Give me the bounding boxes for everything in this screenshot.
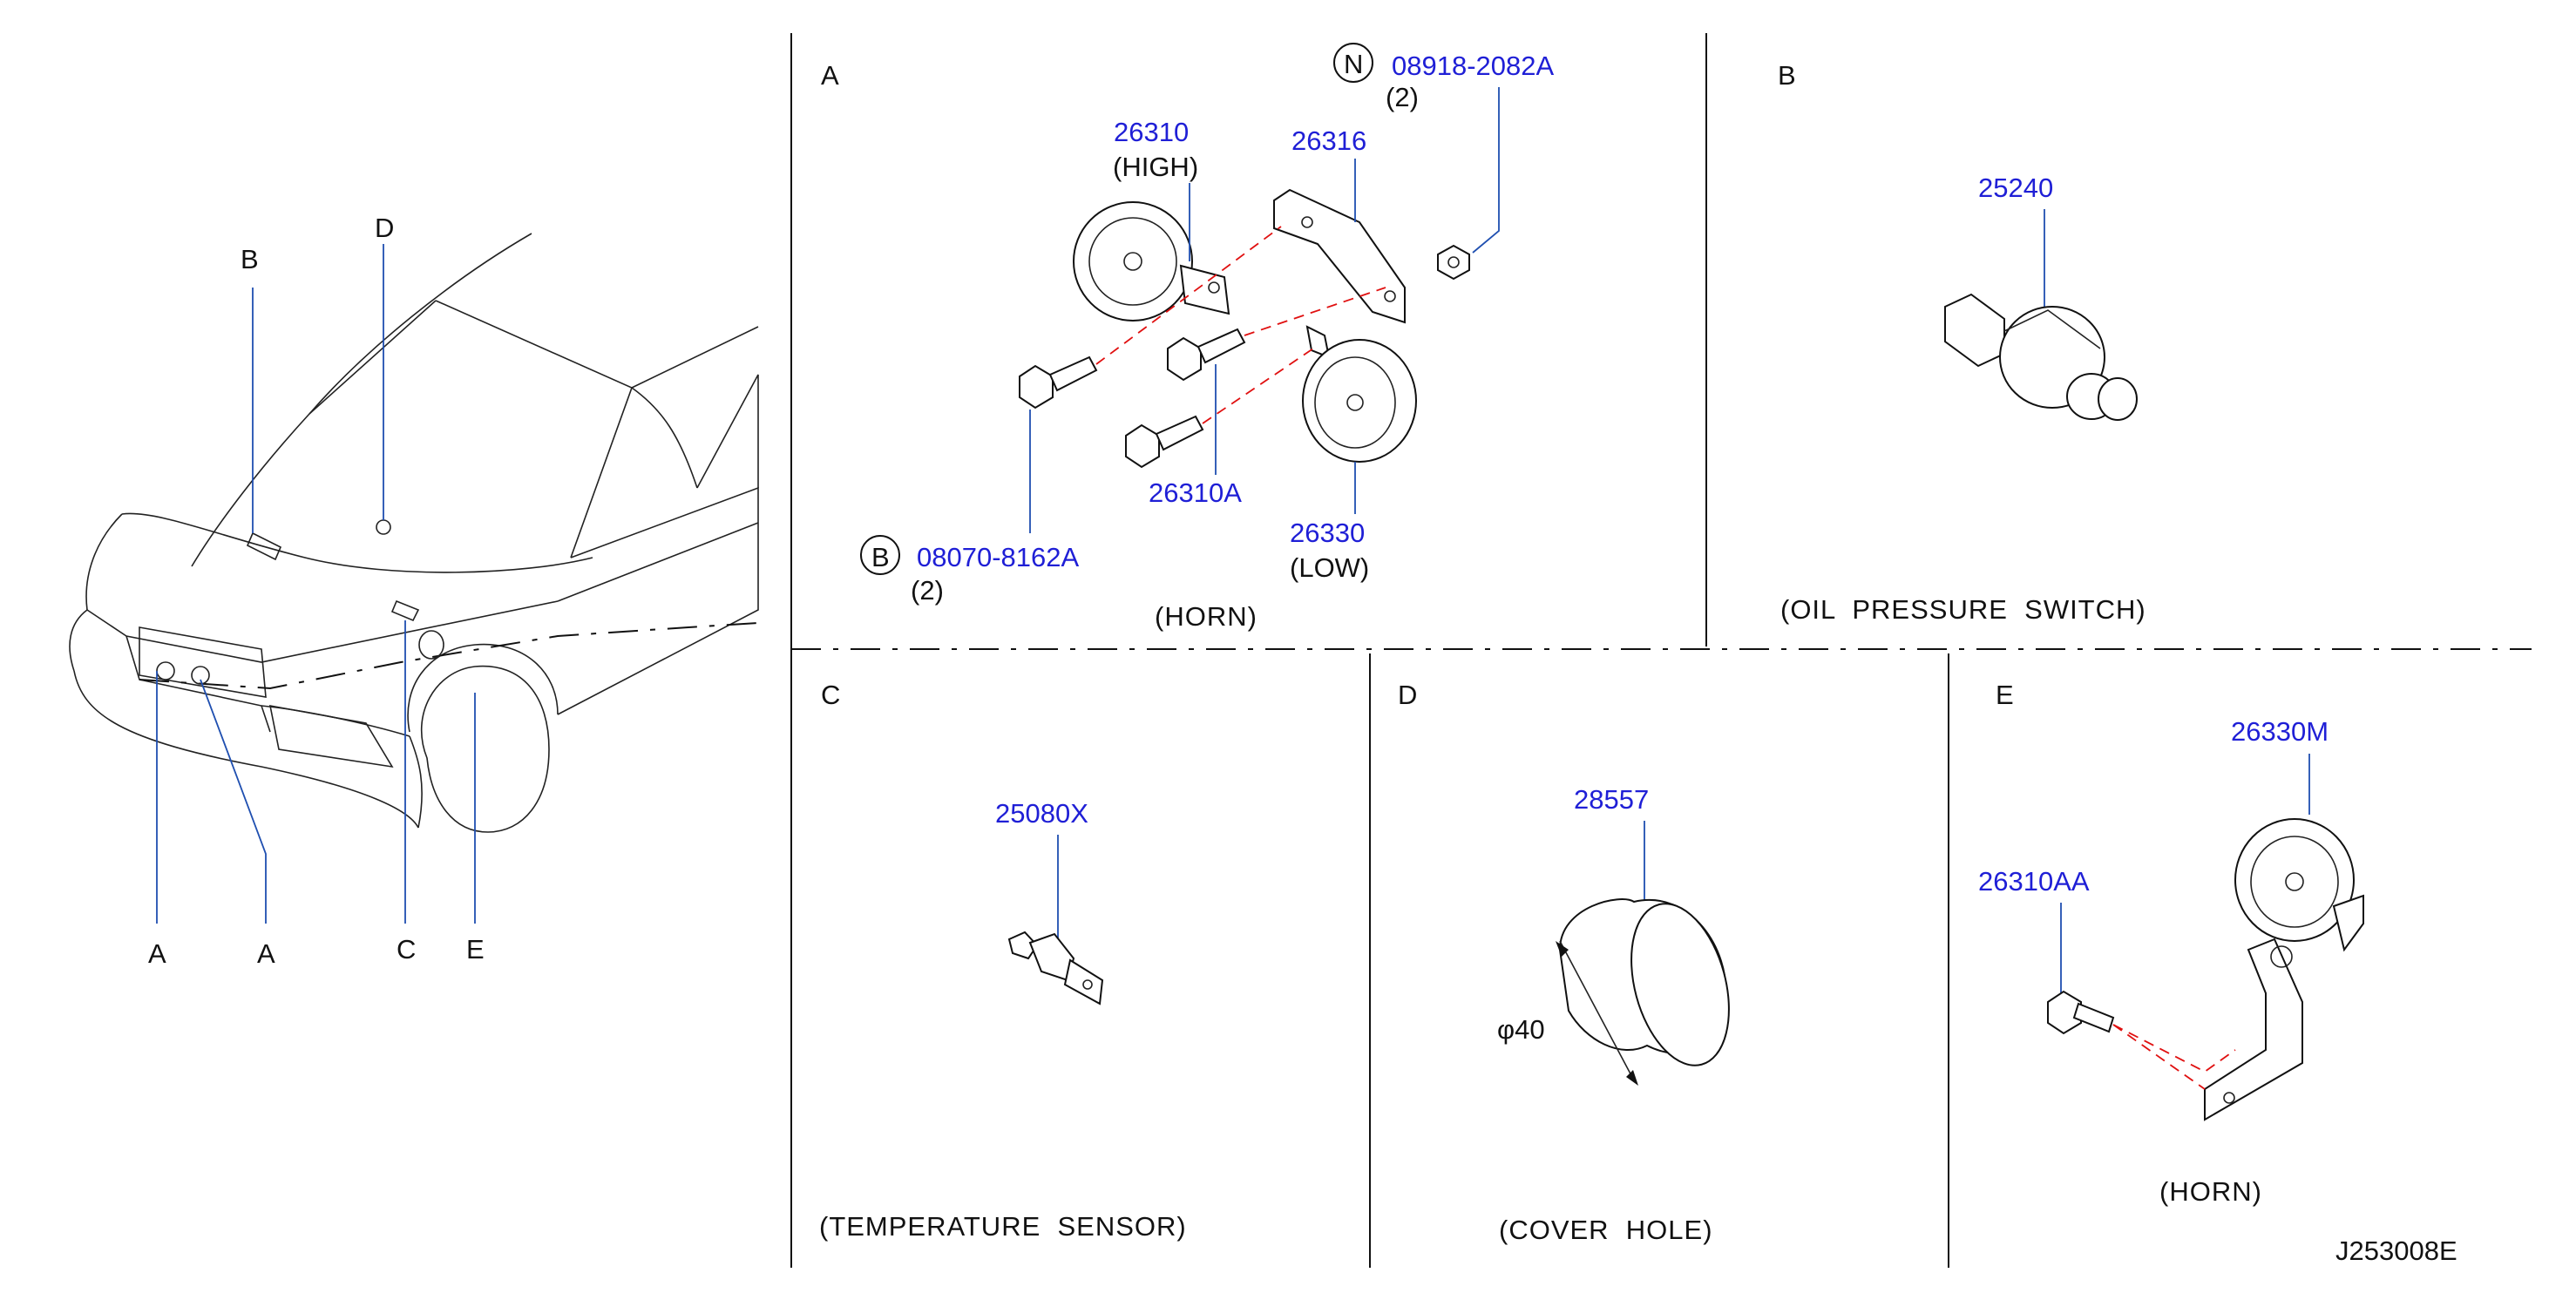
callout-d: D — [375, 213, 394, 243]
horn-low-note: (LOW) — [1290, 552, 1369, 583]
horn-e-drawing — [2204, 818, 2364, 1121]
car-overview — [69, 233, 759, 924]
nut-quantity: (2) — [1386, 82, 1419, 112]
panel-d-letter: D — [1398, 680, 1417, 710]
bolt-e-drawing — [2047, 990, 2115, 1035]
callout-a-right: A — [257, 938, 275, 969]
panel-e-letter: E — [1996, 680, 2014, 710]
part-number-horn-e: 26330M — [2231, 716, 2329, 747]
bolt-b-quantity: (2) — [911, 575, 944, 606]
b-symbol-circle — [860, 535, 900, 575]
part-number-temp-sensor: 25080X — [995, 798, 1088, 829]
bolt-left-drawing — [1019, 355, 1098, 410]
horn-high-note: (HIGH) — [1113, 152, 1198, 182]
panel-b-caption: (OIL PRESSURE SWITCH) — [1780, 594, 2146, 625]
nut-drawing — [1437, 244, 1470, 281]
drawing-code: J253008E — [2335, 1235, 2457, 1266]
part-number-bracket: 26316 — [1291, 125, 1366, 156]
panel-a-caption: (HORN) — [1155, 601, 1257, 632]
part-number-bolt: 26310A — [1149, 477, 1242, 508]
bracket-drawing — [1273, 188, 1406, 324]
dimension-diameter: φ40 — [1497, 1014, 1545, 1045]
part-number-horn-high: 26310 — [1114, 117, 1189, 147]
callout-e: E — [466, 934, 485, 965]
bolt-lower-drawing — [1125, 415, 1204, 469]
horn-high-drawing — [1073, 201, 1230, 322]
part-number-bolt-b: 08070-8162A — [917, 542, 1079, 572]
panel-c-letter: C — [821, 680, 840, 710]
part-number-cover-hole: 28557 — [1574, 784, 1649, 815]
callout-a-left: A — [148, 938, 166, 969]
callout-c: C — [397, 934, 416, 965]
horn-low-drawing — [1302, 325, 1417, 463]
temperature-sensor-drawing — [1007, 931, 1104, 1005]
panel-frame — [790, 33, 2532, 1268]
bolt-middle-drawing — [1167, 328, 1246, 382]
n-symbol-circle — [1333, 43, 1373, 83]
part-number-bolt-e: 26310AA — [1978, 866, 2090, 897]
panel-b-letter: B — [1778, 60, 1796, 91]
oil-pressure-switch-drawing — [1944, 293, 2138, 421]
panel-a-letter: A — [821, 60, 839, 91]
part-number-nut: 08918-2082A — [1392, 51, 1554, 81]
panel-d-caption: (COVER HOLE) — [1499, 1215, 1713, 1245]
n-symbol: N — [1344, 49, 1363, 79]
cover-hole-drawing — [1556, 898, 1730, 1086]
part-number-oil-switch: 25240 — [1978, 173, 2053, 203]
callout-b: B — [241, 244, 259, 274]
part-number-horn-low: 26330 — [1290, 518, 1365, 548]
b-symbol: B — [871, 542, 890, 572]
panel-c-caption: (TEMPERATURE SENSOR) — [819, 1211, 1187, 1242]
panel-e-caption: (HORN) — [2159, 1176, 2262, 1207]
